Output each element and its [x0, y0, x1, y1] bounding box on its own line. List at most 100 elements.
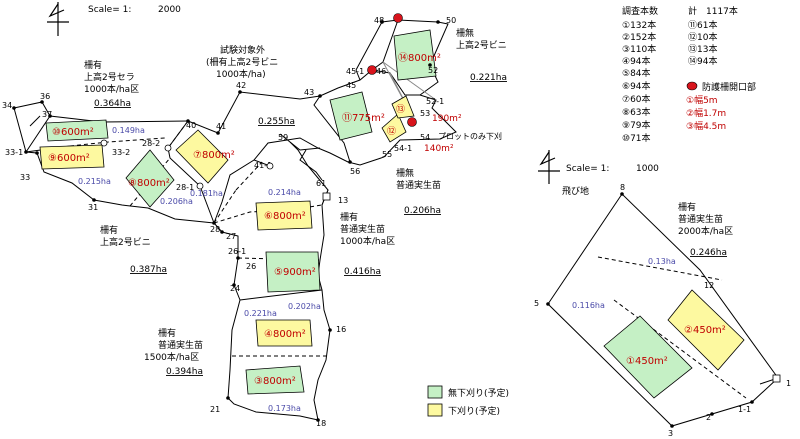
plot-12[interactable] [381, 113, 407, 143]
point-label: 8 [620, 183, 625, 192]
area-note-line: 上高2号ビニ [100, 236, 151, 248]
survey-item: ⑥94本 [622, 80, 651, 92]
survey-item: ⑬13本 [688, 43, 717, 55]
point-label: 42 [236, 81, 246, 90]
plot-3[interactable] [245, 365, 305, 395]
survey-title: 調査本数 [622, 5, 658, 17]
plot-4[interactable] [255, 319, 313, 347]
point-label: 48 [374, 16, 384, 25]
plot-2-sub[interactable] [667, 289, 745, 371]
point-label: 40 [186, 121, 196, 130]
area-note-ha: 0.394ha [166, 367, 203, 377]
fill-legend: 無下刈り(予定) 下刈り(予定) [427, 385, 509, 417]
point-label: 33 [20, 173, 30, 182]
main-boundaries [13, 19, 457, 421]
gate-legend-title: 防護柵開口部 [702, 81, 756, 93]
plot-14[interactable] [393, 29, 437, 81]
area-note-line: 柵有 [100, 224, 118, 236]
point-label: 37 [42, 110, 52, 119]
north-arrow-sub [538, 150, 560, 184]
survey-item: ③110本 [622, 43, 656, 55]
sub-area-label: 0.202ha [288, 302, 321, 311]
area-note-line: 柵無 [456, 27, 474, 39]
gate-legend-item: ②幅1.7m [686, 107, 726, 119]
area-note-line: 1000本/ha区 [340, 235, 395, 247]
area-notes: 柵有 上高2号セラ 1000本/ha区 0.364ha 試験対象外 (柵有上高2… [84, 27, 733, 377]
gate-3-marker[interactable] [367, 65, 377, 75]
gate-markers: ②幅1.7m [367, 13, 417, 127]
point-label: 24 [230, 284, 240, 293]
point-label: 55 [382, 150, 392, 159]
gate-note-140: 140m² [424, 144, 454, 154]
area-note-ha: 0.246ha [690, 248, 727, 258]
gate-note-190: 190m² [432, 114, 462, 124]
plot-5[interactable] [265, 251, 321, 293]
plot-11[interactable] [329, 91, 373, 141]
area-note-line: 柵有 [158, 327, 176, 339]
survey-item: ④94本 [622, 55, 651, 67]
area-note-line: 普通実生苗 [678, 213, 723, 225]
survey-item: ①132本 [622, 19, 656, 31]
area-note-ha: 0.416ha [344, 267, 381, 277]
point-label: 27 [226, 232, 236, 241]
area-note-ha: 0.221ha [470, 73, 507, 83]
point-label: 33-2 [112, 148, 130, 157]
point-label: 46 [376, 67, 386, 76]
plot-3-label: ③800m² [254, 376, 296, 387]
survey-total: 計 1117本 [688, 5, 738, 17]
survey-item: ⑫10本 [688, 31, 717, 43]
sub-area-label: 0.221ha [244, 309, 277, 318]
plot-13[interactable] [391, 95, 415, 119]
point-labels: 34 36 37 33-1 33-2 33 31 40 41 28-2 28-1… [2, 16, 791, 438]
plot-7[interactable] [175, 129, 229, 184]
point-label: 36 [40, 92, 50, 101]
plot-6-label: ⑥800m² [264, 211, 306, 222]
survey-item: ⑧63本 [622, 106, 651, 118]
plot-6[interactable] [255, 200, 313, 231]
scale-main-value: 2000 [158, 5, 181, 15]
survey-item: ②152本 [622, 31, 656, 43]
plot-13-label: ⑬ [396, 104, 405, 115]
point-markers [12, 20, 781, 428]
gate-1-marker[interactable] [407, 117, 417, 127]
survey-item: ⑤84本 [622, 67, 651, 79]
plot-12-label: ⑫ [387, 126, 396, 137]
point-label: 54 [420, 133, 430, 142]
point-label: 45-1 [346, 67, 364, 76]
area-note-line: 1000本/ha) [216, 68, 266, 80]
gate-legend-dot [686, 81, 698, 91]
plot-1-sub[interactable] [603, 315, 693, 399]
sub-area-label: 0.149ha [112, 126, 145, 135]
point-label: 28-1 [176, 183, 194, 192]
point-label: 1-1 [738, 405, 751, 414]
point-label: 28-2 [142, 139, 160, 148]
point-label: 13 [338, 196, 348, 205]
point-label: 59 [278, 133, 288, 142]
point-label: 41 [216, 122, 226, 131]
point-label: 2 [706, 413, 711, 422]
plot-9-label: ⑨600m² [48, 153, 90, 164]
area-note-ha: 0.206ha [404, 206, 441, 216]
point-label: 12 [704, 281, 714, 290]
area-note-line: 普通実生苗 [340, 223, 385, 235]
point-label: 41-1 [254, 161, 272, 170]
point-label: 34 [2, 101, 12, 110]
gate-2-marker[interactable] [393, 13, 403, 23]
plot-10[interactable] [45, 119, 109, 142]
plot-9[interactable] [39, 144, 105, 170]
plot-2-sub-label: ②450m² [684, 325, 726, 336]
survey-item: ⑨79本 [622, 119, 651, 131]
plot-7-label: ⑦800m² [193, 150, 235, 161]
point-label: 43 [304, 88, 314, 97]
point-label: 16 [336, 325, 346, 334]
lone-ha-label: 0.255ha [258, 117, 295, 127]
scale-sub-label: Scale= 1: [566, 164, 609, 174]
survey-table: 調査本数 計 1117本 ①132本 ②152本 ③110本 ④94本 ⑤84本… [622, 5, 738, 144]
plot-8[interactable] [125, 149, 175, 208]
sub-area-label: 0.215ha [78, 177, 111, 186]
point-label: 61 [316, 179, 326, 188]
area-note-line: 試験対象外 [220, 44, 265, 56]
point-label: 33-1 [5, 148, 23, 157]
legend-green-swatch [427, 385, 443, 399]
